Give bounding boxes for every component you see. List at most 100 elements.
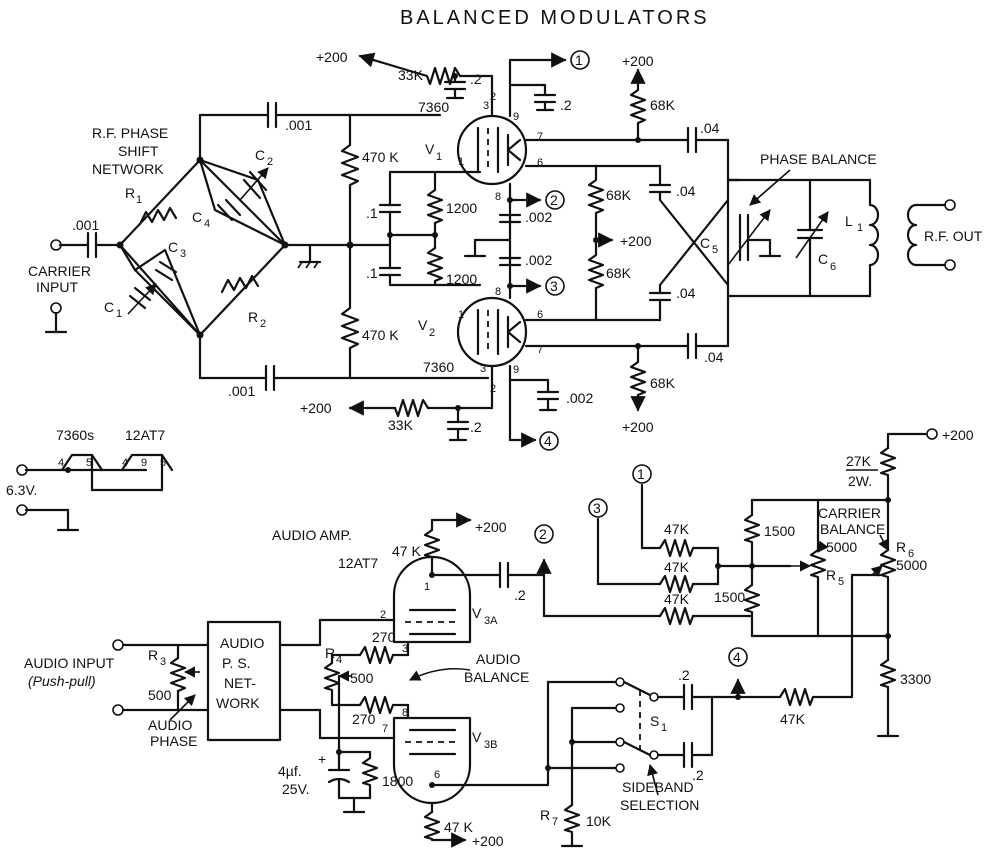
label-bottom-pins-4: 7	[382, 723, 388, 735]
label-top-r68k_b: 68K	[606, 187, 632, 203]
label-top-C6s: 6	[830, 261, 836, 273]
label-bottom-audio_input: AUDIO INPUT	[24, 655, 115, 671]
label-bottom-S1s: 1	[661, 722, 667, 734]
r2-resistor	[220, 274, 260, 294]
label-top-c002b: .002	[525, 252, 552, 268]
label-bottom-n4: 4	[733, 649, 741, 665]
carrier-input: .001 CARRIER INPUT	[28, 217, 122, 334]
label-bottom-c2a: .2	[514, 587, 526, 603]
label-bottom-r3300: 3300	[900, 671, 931, 687]
screen-supply-v1: +200 33K .2 1 .2	[316, 49, 590, 118]
label-bottom-r270b: 270	[352, 711, 376, 727]
grid-network: 470 K 470 K .1 .1 1200 1200	[340, 113, 482, 380]
label-bottom-cap4: 4µf.	[278, 763, 302, 779]
label-bottom-push_pull: (Push-pull)	[28, 673, 96, 689]
screen-supply-v2: +200 33K .2 4 .002	[300, 364, 593, 451]
node-4-top	[539, 431, 559, 451]
label-top-pins-12: 9	[513, 364, 519, 376]
label-top-C1s: 1	[116, 308, 122, 320]
node-1-top	[570, 50, 590, 70]
label-top-C2: C	[255, 147, 265, 163]
label-top-c002a: .002	[525, 209, 552, 225]
label-top-tube_bot: 7360	[423, 359, 454, 375]
label-bottom-n1: 1	[637, 466, 645, 482]
label-top-c1a: .1	[366, 205, 378, 221]
label-bottom-cap25: 25V.	[282, 781, 310, 797]
label-top-c2b: .2	[560, 97, 572, 113]
label-bottom-R6: R	[896, 539, 906, 555]
label-top-tube_top: 7360	[418, 99, 449, 115]
label-bottom-audio_amp: AUDIO AMP.	[272, 527, 352, 543]
label-bottom-audio_ps-2: NET-	[224, 675, 256, 691]
label-heater-voltage: 6.3V.	[6, 482, 37, 498]
label-top-C2s: 2	[267, 156, 273, 168]
label-bottom-carrier_balance-1: BALANCE	[820, 521, 885, 537]
label-top-rf_phase-0: R.F. PHASE	[92, 125, 168, 141]
label-bottom-r47k_d: 47K	[664, 591, 690, 607]
label-top-r68k_d: 68K	[650, 375, 676, 391]
label-bottom-pins-3: 8	[402, 707, 408, 719]
label-bottom-r10k: 10K	[586, 813, 612, 829]
label-top-R1s: 1	[136, 194, 142, 206]
cathode-network: 2 3 .002 .002	[463, 182, 565, 300]
label-top-V1s: 1	[436, 151, 442, 163]
label-top-c_001b: .001	[285, 117, 312, 133]
label-top-V2s: 2	[429, 327, 435, 339]
diagram-title: BALANCED MODULATORS	[400, 7, 710, 29]
label-bottom-audio_phase-0: AUDIO	[148, 717, 192, 733]
label-bottom-R7: R	[540, 807, 550, 823]
label-bottom-S1: S	[650, 713, 659, 729]
label-bottom-audio_balance-1: BALANCE	[464, 669, 529, 685]
label-bottom-R4s: 4	[336, 654, 342, 666]
label-bottom-R3s: 3	[160, 656, 166, 668]
carrier-balance: 1 47K 3 47K 47K 1500 1500	[542, 427, 974, 738]
label-top-n4: 4	[544, 433, 552, 449]
label-top-V1: V	[425, 141, 435, 157]
label-top-c04c: .04	[676, 285, 696, 301]
label-top-c002c: .002	[566, 390, 593, 406]
label-bottom-r47k_c: 47K	[664, 559, 690, 575]
label-bottom-tube: 12AT7	[338, 555, 378, 571]
label-top-R1: R	[125, 185, 135, 201]
label-bottom-audio_ps-3: WORK	[216, 695, 260, 711]
label-top-rf_phase-2: NETWORK	[92, 161, 164, 177]
label-bottom-r500a: 500	[148, 687, 172, 703]
label-top-p200a: +200	[316, 49, 348, 65]
label-bottom-pins-5: 6	[434, 769, 440, 781]
label-top-phase_balance: PHASE BALANCE	[760, 151, 877, 167]
label-top-pins-4: 1	[458, 156, 464, 168]
label-bottom-r47k_b: 47K	[664, 521, 690, 537]
label-bottom-plus: +	[318, 751, 326, 767]
label-heater-pins-0: 4	[58, 457, 64, 469]
label-top-pins-7: 8	[495, 286, 501, 298]
label-top-c04b: .04	[676, 183, 696, 199]
label-bottom-r47k_f: 47 K	[444, 819, 473, 835]
label-top-C6: C	[818, 251, 828, 267]
label-top-pins-9: 6	[537, 309, 543, 321]
label-top-pins-0: 3	[483, 100, 489, 112]
label-bottom-R3: R	[148, 647, 158, 663]
label-bottom-carrier_balance-0: CARRIER	[818, 505, 881, 521]
label-top-p200c: +200	[622, 53, 654, 69]
label-bottom-r270a: 270	[372, 629, 396, 645]
label-bottom-V3A: V	[472, 605, 482, 621]
label-top-n1: 1	[575, 52, 583, 68]
label-bottom-audio_ps-1: P. S.	[222, 655, 251, 671]
plate-network: +200 68K .04 .04 68K 68K +200 .04 +200 6	[524, 53, 730, 435]
label-bottom-p200b: +200	[472, 833, 504, 849]
label-heater-label2: 12AT7	[125, 427, 165, 443]
label-top-C3s: 3	[180, 248, 186, 260]
label-bottom-n3: 3	[593, 500, 601, 516]
label-bottom-R5: R	[826, 567, 836, 583]
label-top-r1200a: 1200	[446, 200, 477, 216]
label-top-C1: C	[104, 299, 114, 315]
label-bottom-r1800: 1800	[382, 773, 413, 789]
label-top-p200b: +200	[300, 400, 332, 416]
label-bottom-r27k: 27K	[846, 453, 872, 469]
label-top-pins-2: 9	[513, 111, 519, 123]
